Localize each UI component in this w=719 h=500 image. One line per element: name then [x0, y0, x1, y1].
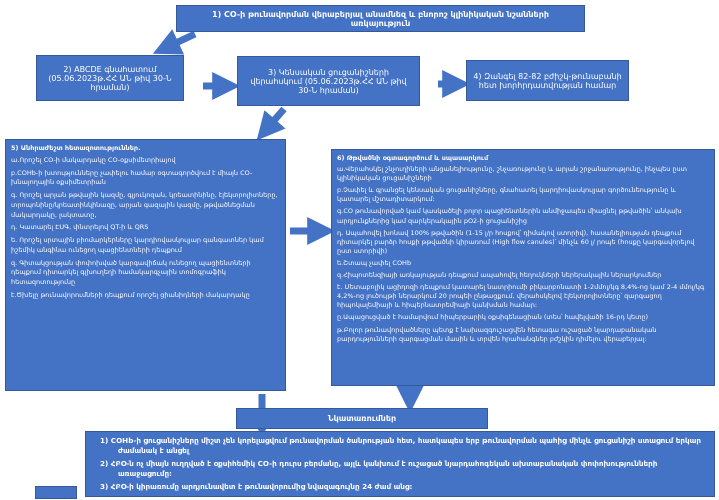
list-item: ը.Ապացուցված է համարվում հիպերբարիկ օքսի…	[337, 313, 649, 322]
investigations-list: ա.Որոշել CO-ի մակարդակը CO-օքսիմետրիայով…	[11, 156, 280, 301]
flow-step-3-vitals-monitoring: 3) Կենսական ցուցանիշների վերահսկում (05.…	[237, 56, 420, 106]
flow-step-4-label: 4) Զանգել 82-82 բժիշկ-թունաբանի հետ խորհ…	[473, 71, 622, 90]
flow-step-2-label: 2) ABCDE գնահատում (05.06.2023թ.ՀՀ ԱՆ թի…	[48, 64, 172, 92]
notes-title-box: Նկատառումներ	[236, 408, 488, 429]
flow-step-6-oxygen-management: 6) Թթվածնի օգտագործում և սպասարկում ա.Վե…	[331, 149, 715, 386]
list-item: դ. Ապահովել խոնավ 100% թթվածին (1-15 լ/ր…	[337, 228, 695, 255]
notes-box: 1) COHb-ի ցուցանիշները միշտ չեն կորելացվ…	[85, 431, 715, 497]
arrow-step1-to-step2	[152, 29, 197, 55]
list-item: 3) ՀԲՕ-ի կիրառումը արդյունավետ է թունավո…	[100, 482, 413, 492]
list-item: գ.CO թունավորված կամ կասկածելի բոլոր պաց…	[337, 207, 682, 225]
list-item: ե.Շտապ չափել COHb	[337, 258, 412, 267]
flow-step-1-label: 1) CO-ի թունավորման վերաբերյալ անամնեզ և…	[212, 9, 549, 28]
flow-step-1-anamnesis: 1) CO-ի թունավորման վերաբերյալ անամնեզ և…	[176, 5, 585, 32]
list-item: բ.Չափել և գրանցել կենսական ցուցանիշները,…	[337, 186, 676, 204]
list-item: ա.Որոշել CO-ի մակարդակը CO-օքսիմետրիայով	[11, 155, 176, 164]
flow-step-4-call-toxicologist: 4) Զանգել 82-82 բժիշկ-թունաբանի հետ խորհ…	[466, 60, 629, 101]
oxygen-management-title: 6) Թթվածնի օգտագործում և սպասարկում	[337, 154, 489, 162]
list-item: 1) COHb-ի ցուցանիշները միշտ չեն կորելացվ…	[100, 436, 702, 456]
list-item: դ. Կատարել ԷՍԳ, փնտրելով QT-ի և QRS	[11, 223, 149, 232]
flow-step-3-label: 3) Կենսական ցուցանիշների վերահսկում (05.…	[250, 67, 407, 95]
flow-step-5-investigations: 5) Անհրաժեշտ հետազոտություններ. ա.Որոշել…	[5, 139, 286, 391]
list-item: թ.Բոլոր թունավորվածները պետք է նախազգուշ…	[337, 325, 657, 343]
list-item: է. Մետաբոլիկ ացիդոզի դեպքում կատարել նատ…	[337, 283, 705, 310]
partial-box	[35, 486, 77, 499]
list-item: է.Ծխելը թունավորումների դեպքում որոշել ց…	[11, 290, 250, 299]
investigations-title: 5) Անհրաժեշտ հետազոտություններ.	[11, 144, 141, 152]
arrow-step3-to-step5	[256, 106, 287, 141]
flow-step-2-abcde: 2) ABCDE գնահատում (05.06.2023թ.ՀՀ ԱՆ թի…	[36, 55, 184, 101]
list-item: զ. Գիտակցության փոփոխված կարգավիճակ ունե…	[11, 258, 251, 287]
list-item: զ.Հիպոտենզիայի առկայության դեպքում ապահո…	[337, 271, 662, 280]
notes-list: 1) COHb-ի ցուցանիշները միշտ չեն կորելացվ…	[92, 436, 708, 492]
notes-title-label: Նկատառումներ	[327, 414, 397, 423]
list-item: ե. Որոշել սրտային բիոմարկերները կարդիովա…	[11, 236, 264, 254]
list-item: 2) ՀԲՕ-ն ոչ միայն ուղղված է օքսիհեմիկ CO…	[100, 459, 658, 479]
list-item: բ.COHb-ի խտությունները չափելու համար օգտ…	[11, 168, 253, 187]
list-item: գ. Որոշել արյան թթվային կազմը, գլյուկոզա…	[11, 191, 278, 219]
oxygen-management-list: ա.Վերահսկել շնչուղիների անցանելիությունը…	[337, 165, 709, 344]
list-item: ա.Վերահսկել շնչուղիների անցանելիությունը…	[337, 165, 688, 183]
